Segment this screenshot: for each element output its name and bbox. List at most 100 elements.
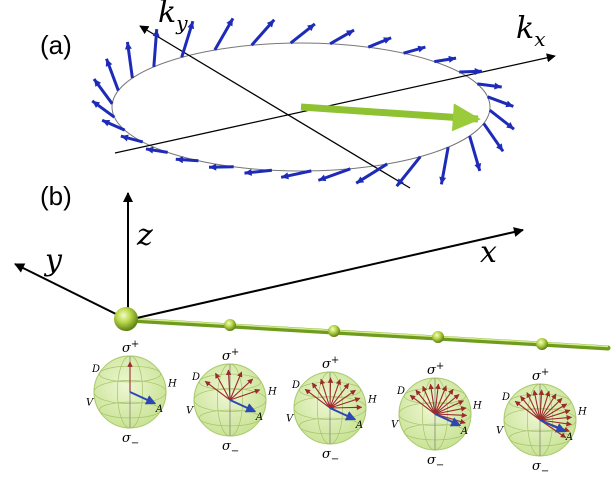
polarization-vector	[434, 412, 468, 418]
polarization-vector	[319, 378, 331, 409]
polarization-vector	[539, 390, 551, 421]
spin-arrow-head	[417, 45, 426, 53]
mean-polarization-vector	[229, 399, 257, 413]
mean-polarization-vector	[129, 391, 157, 405]
spin-arrow-head	[145, 146, 154, 154]
polarization-vector	[538, 389, 545, 421]
polarization-vector	[229, 378, 254, 401]
sigma-plus-label: σ+	[322, 355, 339, 372]
spin-arrow-head	[494, 82, 502, 90]
spin-arrow-head	[244, 168, 252, 176]
sphere-label-A: A	[155, 404, 163, 415]
y-axis	[14, 263, 129, 321]
spin-arrow-head	[439, 176, 447, 185]
emitter-ball	[114, 307, 138, 331]
spin-arrow-head	[346, 30, 355, 37]
kx-axis-label: kx	[516, 11, 545, 51]
spin-arrow-head	[187, 21, 195, 30]
spin-arrow-head	[105, 58, 113, 67]
polarization-vector	[539, 409, 571, 421]
sphere-label-H: H	[167, 379, 177, 390]
spin-arrow-head	[474, 68, 482, 75]
sphere-label-V: V	[391, 420, 400, 431]
x-axis-label: x	[480, 235, 497, 270]
sphere-label-H: H	[472, 401, 482, 412]
polarization-vector	[526, 392, 541, 421]
polarization-vector	[520, 395, 541, 421]
polarization-vector	[428, 383, 436, 415]
sigma-plus-label: σ+	[532, 367, 549, 384]
sphere-label-A: A	[255, 412, 263, 423]
spin-arrow-head	[175, 156, 184, 164]
sigma-minus-label: σ−	[532, 459, 549, 477]
polarization-vector	[329, 378, 342, 409]
polarization-vector	[434, 400, 464, 415]
polarization-vector	[311, 382, 331, 409]
polarization-vector	[434, 383, 441, 415]
spin-arrow-head	[505, 100, 514, 108]
sphere-label-D: D	[396, 386, 405, 397]
spin-arrow-head	[474, 163, 482, 171]
polarization-vector	[434, 385, 447, 415]
kx-axis	[114, 53, 556, 154]
sphere-label-V: V	[86, 398, 95, 409]
ky-axis-label: ky	[158, 0, 188, 35]
z-axis-label: z	[136, 218, 153, 253]
spin-arrow-head	[120, 134, 129, 142]
polarization-vector	[539, 414, 573, 421]
sphere-label-V: V	[186, 406, 195, 417]
sphere-label-H: H	[267, 387, 277, 398]
polarization-vector	[329, 389, 356, 409]
polarization-vector	[539, 403, 568, 421]
polarization-vector	[434, 388, 454, 415]
spin-arrow-head	[307, 23, 315, 32]
spin-arrow-head	[124, 41, 132, 50]
polarization-vector	[225, 369, 232, 401]
polarization-vector	[514, 400, 541, 421]
fiber-ball	[224, 319, 236, 331]
spin-arrow-head	[209, 163, 217, 171]
polarization-vector	[329, 404, 363, 411]
spin-arrow-head	[226, 18, 233, 27]
fiber-highlight	[127, 317, 609, 348]
k-space-circle	[111, 42, 491, 172]
sphere-label-D: D	[291, 380, 300, 391]
polarization-vector	[229, 371, 243, 401]
mean-polarization-vector	[329, 407, 357, 421]
sphere-label-D: D	[191, 372, 200, 383]
polarization-vector	[329, 397, 361, 409]
spin-arrow-head	[152, 29, 160, 37]
spin-arrow-head	[396, 178, 404, 187]
polarization-vector	[329, 383, 350, 409]
sphere-label-D: D	[501, 392, 510, 403]
spin-arrow-head	[496, 143, 504, 152]
sigma-plus-label: σ+	[222, 347, 239, 364]
sphere-label-D: D	[91, 364, 100, 375]
sphere-label-V: V	[496, 426, 505, 437]
polarization-vector	[204, 380, 231, 401]
spin-arrow-head	[102, 119, 111, 127]
spin-arrow-head	[356, 176, 365, 184]
spin-arrow-head	[318, 174, 327, 182]
mean-polarization-vector	[539, 419, 567, 433]
spin-arrow-head	[92, 100, 101, 108]
fiber-ball	[328, 325, 340, 337]
polarization-vector	[434, 394, 460, 415]
fiber	[125, 317, 611, 351]
polarization-vector	[304, 388, 331, 409]
polarization-vector	[434, 406, 467, 415]
sphere-label-A: A	[355, 420, 363, 431]
y-axis-label: y	[43, 243, 63, 278]
panel-b-label: (b)	[40, 181, 72, 211]
sphere-label-H: H	[577, 407, 587, 418]
spin-arrow-head	[281, 172, 289, 180]
fiber-ball	[536, 338, 548, 350]
sigma-minus-label: σ−	[122, 431, 139, 449]
applied-field-arrow	[300, 103, 481, 132]
